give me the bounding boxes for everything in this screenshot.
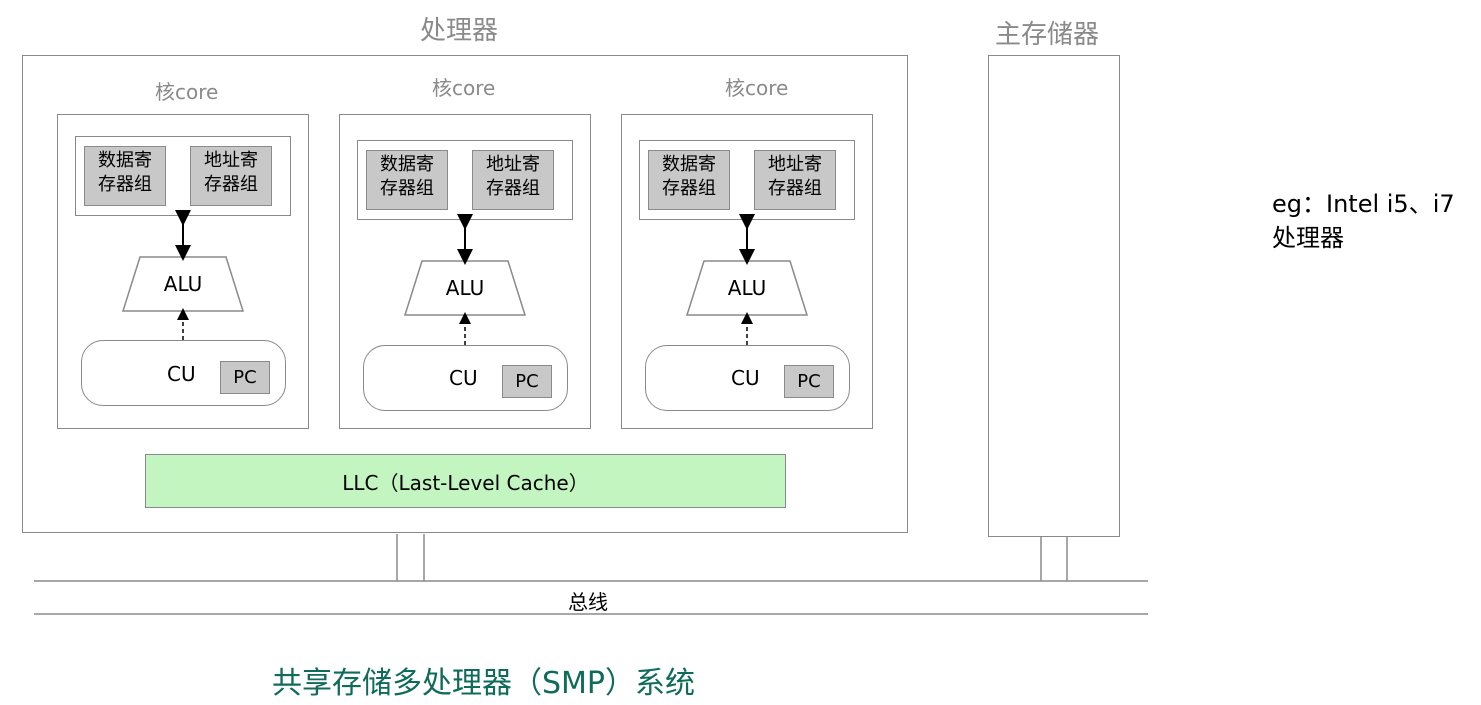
data-register-group-3: 数据寄 存器组 [648,150,730,210]
cu-label-1: CU [167,362,196,386]
llc-box: LLC（Last-Level Cache） [145,454,786,508]
diagram-caption: 共享存储多处理器（SMP）系统 [272,666,696,701]
core-title-3: 核core [725,76,789,100]
address-register-label-3b: 存器组 [768,178,822,199]
address-register-group-1: 地址寄 存器组 [190,146,272,206]
alu-label-1: ALU [163,272,203,296]
address-register-label-1b: 存器组 [204,174,258,195]
core-title-2: 核core [432,76,496,100]
alu-shape-1 [121,256,245,312]
core-title-1: 核core [155,80,219,104]
pc-register-1: PC [220,361,270,394]
data-register-label-3a: 数据寄 [662,154,716,175]
data-register-label-1a: 数据寄 [98,150,152,171]
data-register-label-1b: 存器组 [98,174,152,195]
alu-shape-3 [685,260,809,316]
pc-register-2: PC [502,365,552,398]
address-register-label-3a: 地址寄 [768,154,822,175]
bus-label: 总线 [568,590,608,614]
data-register-group-1: 数据寄 存器组 [84,146,166,206]
cu-label-2: CU [449,366,478,390]
example-note-line1: eg：Intel i5、i7 [1272,190,1455,218]
main-memory-box [988,55,1120,537]
pc-register-3: PC [784,365,834,398]
data-register-group-2: 数据寄 存器组 [366,150,448,210]
data-register-label-3b: 存器组 [662,178,716,199]
processor-title: 处理器 [420,16,499,46]
memory-title: 主存储器 [995,20,1100,50]
data-register-label-2b: 存器组 [380,178,434,199]
address-register-label-2a: 地址寄 [486,154,540,175]
alu-label-2: ALU [445,276,485,300]
data-register-label-2a: 数据寄 [380,154,434,175]
address-register-group-2: 地址寄 存器组 [472,150,554,210]
example-note-line2: 处理器 [1272,224,1344,252]
cu-label-3: CU [731,366,760,390]
alu-shape-2 [403,260,527,316]
address-register-label-2b: 存器组 [486,178,540,199]
address-register-label-1a: 地址寄 [204,150,258,171]
address-register-group-3: 地址寄 存器组 [754,150,836,210]
alu-label-3: ALU [727,276,767,300]
